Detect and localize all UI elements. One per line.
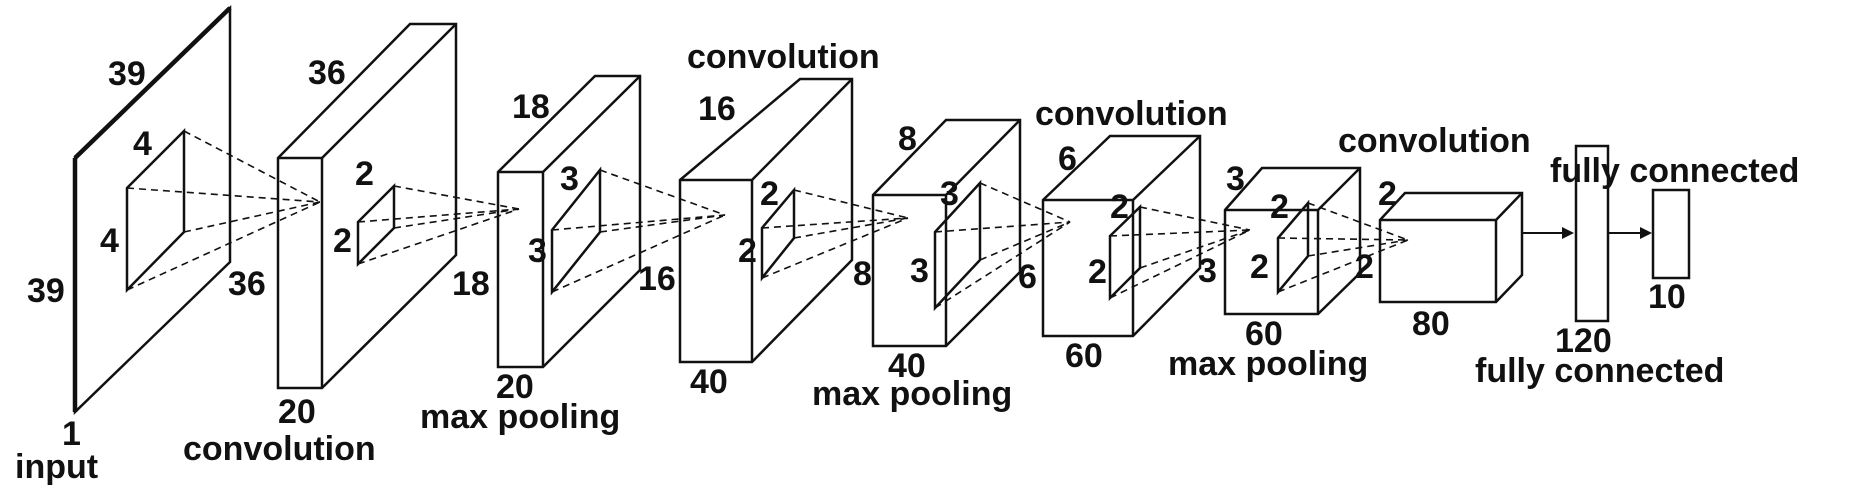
conv3-caption: convolution: [1035, 95, 1228, 133]
conv3-kernel-top-label: 2: [1110, 188, 1129, 226]
pool1-width-label: 18: [512, 88, 550, 126]
pool2-width-label: 8: [898, 120, 917, 158]
conv4-layer: convolution 2 2 80: [1338, 122, 1574, 343]
conv4-caption: convolution: [1338, 122, 1531, 160]
pool1-kernel-top-label: 3: [560, 160, 579, 198]
pool3-kernel-top-label: 2: [1270, 188, 1289, 226]
input-kernel-top-label: 4: [133, 125, 152, 163]
fc2-caption: fully connected: [1475, 352, 1724, 390]
conv2-width-label: 16: [698, 90, 736, 128]
conv1-depth-label: 20: [278, 393, 316, 431]
input-layer: 39 39 4 4 1 input: [15, 5, 321, 486]
input-caption: input: [15, 448, 98, 486]
conv2-kernel-top-label: 2: [760, 175, 779, 213]
conv4-height-label: 2: [1355, 248, 1374, 286]
pool2-caption: max pooling: [812, 375, 1012, 413]
conv2-caption: convolution: [687, 38, 880, 76]
pool2-kernel-left-label: 3: [910, 252, 929, 290]
conv1-width-label: 36: [308, 54, 346, 92]
fc2-size-label: 10: [1648, 278, 1686, 316]
pool3-layer: 3 3 2 2 60 max pooling: [1168, 160, 1409, 383]
conv4-width-label: 2: [1378, 175, 1397, 213]
conv1-layer: 36 36 2 2 20 convolution: [183, 22, 520, 468]
conv1-kernel-top-label: 2: [355, 155, 374, 193]
pool2-layer: 8 8 3 3 40 max pooling: [812, 118, 1071, 413]
pool3-caption: max pooling: [1168, 345, 1368, 383]
conv3-width-label: 6: [1058, 140, 1077, 178]
pool1-caption: max pooling: [420, 398, 620, 436]
input-kernel-left-label: 4: [100, 222, 119, 260]
conv3-height-label: 6: [1018, 258, 1037, 296]
pool2-height-label: 8: [853, 255, 872, 293]
conv2-height-label: 16: [638, 260, 676, 298]
pool1-kernel-left-label: 3: [528, 232, 547, 270]
conv1-height-label: 36: [228, 265, 266, 303]
conv2-layer: convolution 16 16 2 2 40: [638, 38, 909, 401]
conv3-depth-label: 60: [1065, 337, 1103, 375]
pool3-height-label: 3: [1198, 252, 1217, 290]
pool1-depth-label: 20: [496, 368, 534, 406]
pool2-depth-label: 40: [888, 347, 926, 385]
fc1-layer: 120 fully connected: [1550, 144, 1799, 360]
input-depth-label: 1: [62, 415, 81, 453]
conv2-kernel-left-label: 2: [738, 232, 757, 270]
conv3-kernel-left-label: 2: [1088, 253, 1107, 291]
fc1-caption: fully connected: [1550, 152, 1799, 190]
conv3-layer: convolution 6 6 2 2 60: [1018, 95, 1251, 375]
pool2-kernel-top-label: 3: [940, 175, 959, 213]
pool3-depth-label: 60: [1245, 315, 1283, 353]
conv4-depth-label: 80: [1412, 305, 1450, 343]
pool3-kernel-left-label: 2: [1250, 248, 1269, 286]
fc2-layer: 10 fully connected: [1475, 188, 1724, 390]
conv1-caption: convolution: [183, 430, 376, 468]
conv1-kernel-left-label: 2: [333, 222, 352, 260]
pool1-height-label: 18: [452, 265, 490, 303]
pool3-width-label: 3: [1226, 160, 1245, 198]
pool1-layer: 18 18 3 3 20 max pooling: [420, 74, 726, 436]
input-width-label: 39: [108, 55, 146, 93]
fc1-size-label: 120: [1555, 322, 1612, 360]
conv2-depth-label: 40: [690, 363, 728, 401]
input-height-label: 39: [27, 272, 65, 310]
